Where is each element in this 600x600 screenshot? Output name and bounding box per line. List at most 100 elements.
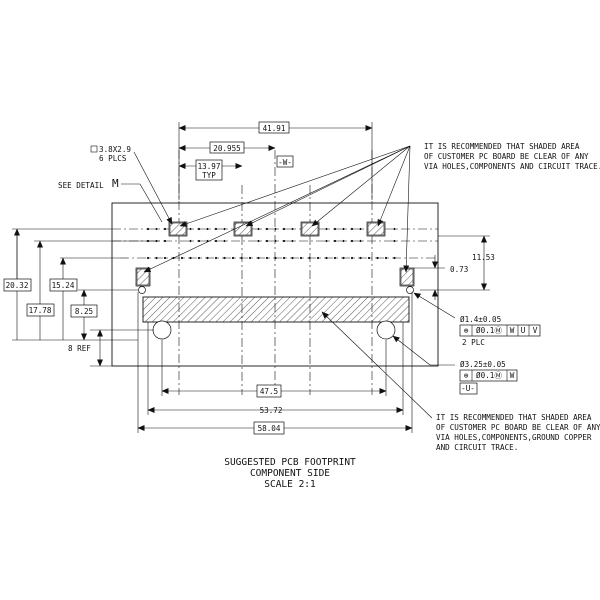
contact-dot: [299, 256, 303, 260]
dim-41-91: 41.91: [178, 121, 373, 200]
see-detail-label: SEE DETAIL: [58, 181, 104, 190]
contact-dot: [265, 256, 269, 260]
contact-dot: [384, 256, 388, 260]
dim-41-91-label: 41.91: [263, 124, 286, 133]
small-hole-right: [406, 286, 414, 294]
contact-dot: [274, 227, 277, 231]
contact-dot: [333, 227, 337, 231]
contact-dot: [265, 239, 269, 243]
dim-13-97: 13.97 TYP: [178, 159, 243, 181]
contact-dot: [163, 227, 167, 231]
contact-dot: [265, 227, 269, 231]
contact-dot: [223, 239, 226, 243]
datum-ref-w: W: [510, 326, 515, 335]
contact-dot: [316, 256, 320, 260]
contact-dot: [376, 256, 379, 260]
see-detail-callout: SEE DETAIL M: [58, 177, 163, 223]
contact-dot: [240, 256, 243, 260]
large-hole-callout: Ø3.25±0.05 ⊕ Ø0.1Ⓜ W -U-: [392, 335, 518, 395]
bottom-note-line-3: VIA HOLES,COMPONENTS,GROUND COPPER: [436, 433, 592, 442]
dim-11-53-label: 11.53: [472, 253, 495, 262]
contact-dot: [248, 256, 252, 260]
contact-dot: [333, 239, 337, 243]
dim-8-ref-label: 8 REF: [68, 344, 91, 353]
contact-dot: [206, 227, 209, 231]
contact-dot: [291, 239, 294, 243]
caption-scale: SCALE 2:1: [264, 479, 316, 490]
bottom-note-line-4: AND CIRCUIT TRACE.: [436, 443, 518, 452]
contact-dot: [146, 256, 150, 260]
contact-dot: [206, 256, 209, 260]
dim-20-32-label: 20.32: [6, 281, 29, 290]
contact-dot: [393, 256, 396, 260]
contact-dot: [350, 256, 354, 260]
dim-47-5: 47.5: [161, 340, 387, 398]
top-note-line-3: VIA HOLES,COMPONENTS AND CIRCUIT TRACE.: [424, 162, 600, 171]
contact-dot: [146, 227, 150, 231]
dim-17-78-label: 17.78: [29, 306, 52, 315]
caption: SUGGESTED PCB FOOTPRINT COMPONENT SIDE S…: [224, 457, 356, 490]
contact-dot: [291, 256, 294, 260]
contact-dot: [359, 239, 362, 243]
contact-dot: [325, 227, 328, 231]
contact-dot: [231, 256, 235, 260]
contact-dot: [359, 227, 362, 231]
contact-dot: [214, 239, 218, 243]
dim-47-5-label: 47.5: [260, 387, 278, 396]
contact-dot: [197, 239, 201, 243]
contact-dot: [163, 239, 167, 243]
dim-8-25-label: 8.25: [75, 307, 93, 316]
contact-dot: [257, 256, 260, 260]
bottom-note-leaders: [321, 311, 433, 419]
contact-dot: [214, 256, 218, 260]
dim-0-73: 0.73: [414, 255, 468, 300]
keepout-area: [142, 296, 410, 323]
small-hole-left: [138, 286, 146, 294]
contact-dot: [180, 256, 184, 260]
dim-8-25: 8.25: [70, 289, 138, 341]
tolerance-value: Ø0.1Ⓜ: [476, 326, 502, 335]
tolerance-value-2: Ø0.1Ⓜ: [476, 371, 502, 380]
contact-dot: [214, 227, 218, 231]
dim-20-955: 20.955: [178, 141, 276, 154]
contact-dot: [282, 239, 286, 243]
caption-side: COMPONENT SIDE: [250, 468, 330, 479]
top-note: IT IS RECOMMENDED THAT SHADED AREA OF CU…: [424, 142, 600, 171]
detail-letter: M: [112, 177, 119, 190]
bottom-note-line-2: OF CUSTOMER PC BOARD BE CLEAR OF ANY: [436, 423, 600, 432]
pad-size-callout: 3.8X2.9 6 PLCS: [90, 145, 173, 225]
contact-dot: [223, 227, 226, 231]
contact-dot: [189, 239, 192, 243]
datum-ref-v: V: [533, 326, 538, 335]
contact-dot: [257, 239, 260, 243]
large-hole-size: Ø3.25±0.05: [460, 360, 506, 369]
bottom-note: IT IS RECOMMENDED THAT SHADED AREA OF CU…: [436, 413, 600, 452]
contact-dot: [325, 256, 328, 260]
bottom-note-line-1: IT IS RECOMMENDED THAT SHADED AREA: [436, 413, 592, 422]
position-symbol: ⊕: [464, 326, 469, 335]
dim-20-32: 20.32: [3, 228, 112, 340]
dim-8-ref: 8 REF: [68, 329, 154, 367]
contact-dot: [274, 239, 277, 243]
datum-u-label: -U-: [461, 384, 475, 393]
contact-dot: [350, 227, 354, 231]
large-hole-left: [152, 320, 172, 340]
contact-dot: [291, 227, 294, 231]
contact-dot: [393, 227, 396, 231]
contact-dots: [146, 227, 396, 260]
contact-dot: [163, 256, 167, 260]
contact-dot: [342, 239, 345, 243]
datum-w: -W-: [276, 155, 294, 168]
dim-17-78: 17.78: [26, 240, 160, 340]
top-note-line-2: OF CUSTOMER PC BOARD BE CLEAR OF ANY: [424, 152, 589, 161]
contact-dot: [350, 239, 354, 243]
dim-58-04-label: 58.04: [258, 424, 281, 433]
top-note-line-1: IT IS RECOMMENDED THAT SHADED AREA: [424, 142, 580, 151]
contact-dot: [155, 227, 158, 231]
contact-dot: [282, 256, 286, 260]
datum-ref-w-2: W: [510, 371, 515, 380]
small-hole-size: Ø1.4±0.05: [460, 315, 501, 324]
dim-15-24: 15.24: [49, 257, 120, 340]
contact-dot: [197, 227, 201, 231]
